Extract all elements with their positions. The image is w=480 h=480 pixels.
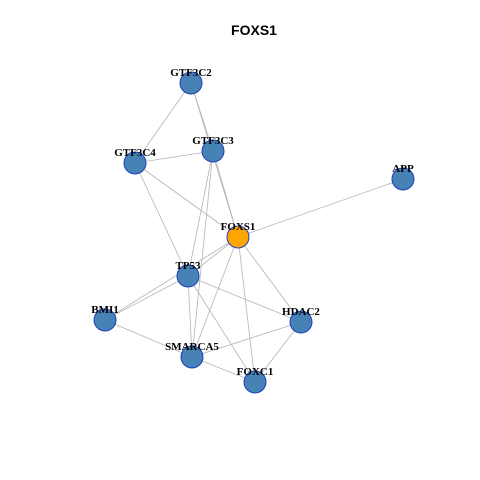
node-tp53: TP53	[175, 260, 201, 288]
edge-tp53-foxc1	[187, 275, 256, 383]
node-label: TP53	[175, 260, 201, 272]
node-label: SMARCA5	[165, 341, 219, 353]
edge-app-foxs1	[237, 178, 404, 238]
node-bmi1: BMI1	[91, 304, 119, 332]
edge-gtf3c3-tp53	[187, 150, 214, 277]
node-gtf3c2: GTF3C2	[170, 67, 212, 95]
edge-hdac2-foxc1	[254, 321, 302, 383]
node-gtf3c3: GTF3C3	[192, 135, 234, 163]
edge-foxs1-bmi1	[104, 236, 239, 321]
node-circle	[179, 71, 203, 95]
node-circle	[93, 308, 117, 332]
node-label: APP	[392, 163, 414, 175]
node-app: APP	[391, 163, 415, 191]
edge-bmi1-smarca5	[104, 319, 193, 358]
edge-foxs1-foxc1	[237, 236, 256, 383]
edge-gtf3c4-tp53	[134, 162, 189, 277]
edge-tp53-hdac2	[187, 275, 302, 323]
node-label: BMI1	[91, 304, 119, 316]
graph-title: FOXS1	[231, 22, 277, 38]
node-label: GTF3C3	[192, 135, 234, 147]
node-circle	[176, 264, 200, 288]
node-circle	[180, 345, 204, 369]
node-label: HDAC2	[282, 306, 320, 318]
node-circle	[226, 225, 250, 249]
node-hdac2: HDAC2	[282, 306, 320, 334]
edge-foxs1-smarca5	[191, 236, 239, 358]
edge-gtf3c3-smarca5	[191, 150, 214, 358]
node-circle	[243, 370, 267, 394]
node-label: FOXC1	[237, 366, 274, 378]
node-foxc1: FOXC1	[237, 366, 274, 394]
node-circle	[289, 310, 313, 334]
node-foxs1: FOXS1	[221, 221, 256, 249]
node-circle	[123, 151, 147, 175]
edge-gtf3c3-foxs1	[212, 150, 239, 238]
node-label: FOXS1	[221, 221, 256, 233]
node-circle	[201, 139, 225, 163]
edge-gtf3c4-gtf3c3	[134, 150, 214, 164]
node-label: GTF3C2	[170, 67, 212, 79]
edge-tp53-smarca5	[187, 275, 193, 358]
edge-gtf3c4-foxs1	[134, 162, 239, 238]
node-circle	[391, 167, 415, 191]
node-smarca5: SMARCA5	[165, 341, 219, 369]
edge-gtf3c2-gtf3c4	[134, 82, 192, 164]
node-gtf3c4: GTF3C4	[114, 147, 156, 175]
node-label: GTF3C4	[114, 147, 156, 159]
edge-smarca5-hdac2	[191, 321, 302, 358]
edge-foxs1-hdac2	[237, 236, 302, 323]
edge-tp53-bmi1	[104, 275, 189, 321]
